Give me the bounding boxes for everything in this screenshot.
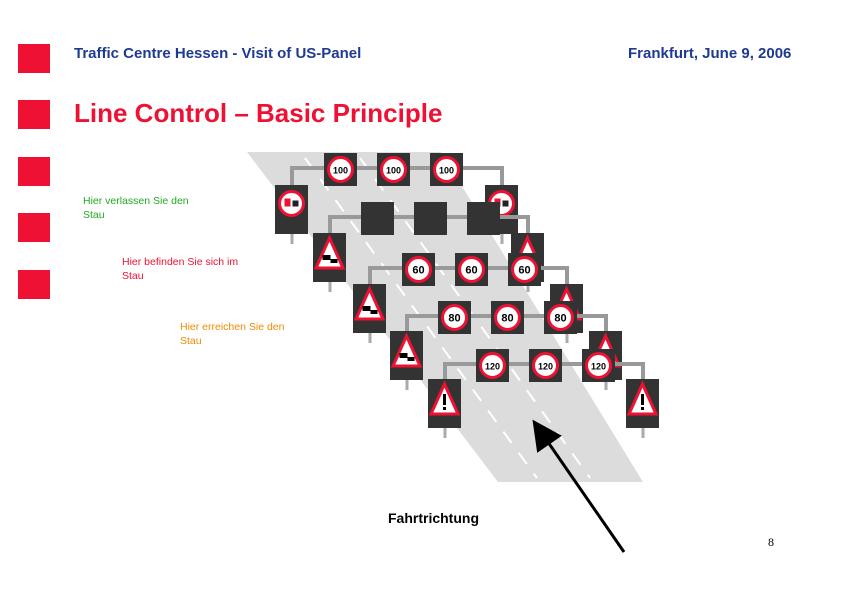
side-square-2 xyxy=(18,100,50,129)
note-in-jam: Hier befinden Sie sich im Stau xyxy=(122,256,239,282)
side-square-4 xyxy=(18,213,50,242)
header-title: Traffic Centre Hessen - Visit of US-Pane… xyxy=(74,45,362,62)
speed-limit-value: 80 xyxy=(501,313,513,325)
speed-limit-icon xyxy=(479,352,506,379)
speed-limit-icon xyxy=(433,156,460,183)
speed-sign-panel xyxy=(361,202,394,235)
speed-limit-icon xyxy=(327,156,354,183)
speed-limit-icon xyxy=(532,352,559,379)
speed-limit-icon xyxy=(511,256,538,283)
side-square-5 xyxy=(18,270,50,299)
speed-limit-value: 100 xyxy=(386,166,401,176)
gantry-5: 120 120 120 xyxy=(428,349,659,438)
speed-limit-icon xyxy=(441,304,468,331)
speed-sign-panel xyxy=(414,202,447,235)
speed-limit-icon xyxy=(494,304,521,331)
speed-limit-value: 120 xyxy=(538,362,553,372)
speed-limit-value: 80 xyxy=(448,313,460,325)
slide-title: Line Control – Basic Principle xyxy=(74,98,443,128)
speed-limit-value: 120 xyxy=(591,362,606,372)
speed-limit-value: 120 xyxy=(485,362,500,372)
speed-limit-value: 100 xyxy=(333,166,348,176)
speed-limit-icon xyxy=(380,156,407,183)
note-reach-jam: Hier erreichen Sie den Stau xyxy=(180,321,285,347)
speed-limit-value: 60 xyxy=(465,265,477,277)
no-overtaking-icon xyxy=(278,190,305,217)
direction-caption: Fahrtrichtung xyxy=(388,510,479,526)
page-number: 8 xyxy=(768,535,774,549)
speed-limit-icon xyxy=(547,304,574,331)
speed-limit-value: 100 xyxy=(439,166,454,176)
speed-limit-value: 60 xyxy=(518,265,530,277)
side-square-3 xyxy=(18,157,50,186)
note-leave-jam: Hier verlassen Sie den Stau xyxy=(83,195,189,221)
speed-limit-icon xyxy=(458,256,485,283)
lane-markings xyxy=(304,157,591,479)
side-square-1 xyxy=(18,44,50,73)
header-date: Frankfurt, June 9, 2006 xyxy=(628,45,792,62)
speed-limit-value: 60 xyxy=(412,265,424,277)
direction-arrow xyxy=(532,419,626,553)
speed-limit-value: 80 xyxy=(554,313,566,325)
speed-limit-icon xyxy=(405,256,432,283)
speed-sign-panel xyxy=(467,202,500,235)
speed-limit-icon xyxy=(585,352,612,379)
